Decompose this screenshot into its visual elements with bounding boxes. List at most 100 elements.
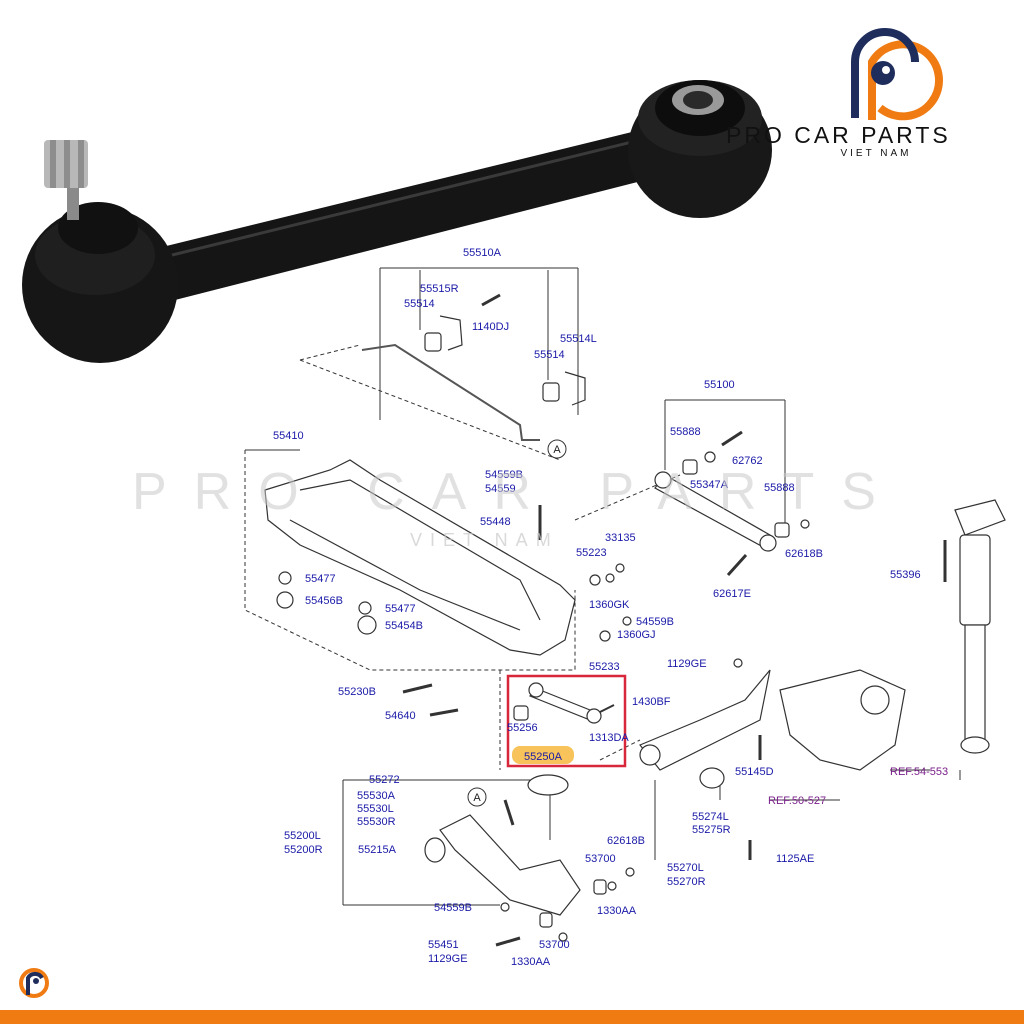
knuckle (779, 669, 906, 771)
label-55514l: 55514L (560, 333, 597, 345)
callout-a-top-text: A (553, 444, 561, 456)
ball-stud (67, 178, 79, 220)
nut-54559b (622, 616, 632, 626)
label-ref-50-527: REF.50-527 (768, 795, 826, 807)
label-1360gk: 1360GK (589, 599, 630, 611)
subframe-rib (289, 519, 521, 631)
logo-inner-ring (851, 28, 919, 118)
label-55272: 55272 (369, 774, 400, 786)
bushing-53700 (593, 879, 607, 895)
label-1129ge-bottom: 1129GE (428, 953, 468, 965)
part-labels: 55510A 55515R 55514 1140DJ 55514L 55514 … (273, 247, 948, 968)
label-55223: 55223 (576, 547, 607, 559)
arm-eye (759, 534, 777, 552)
label-1330aa-a: 1330AA (597, 905, 637, 917)
subframe-rib (299, 479, 541, 621)
nut-55456b (276, 591, 294, 609)
label-55456b: 55456B (305, 595, 343, 607)
nut-33135 (615, 563, 625, 573)
label-1125ae: 1125AE (776, 853, 814, 865)
shock-body (964, 624, 986, 741)
watermark: PRO CAR PARTS (132, 463, 903, 521)
label-54559b-top: 54559B (485, 469, 523, 481)
label-55200l: 55200L (284, 830, 321, 842)
label-55396: 55396 (890, 569, 921, 581)
label-1360gj: 1360GJ (617, 629, 656, 641)
link-eye (528, 682, 544, 698)
label-55275r: 55275R (692, 824, 731, 836)
washer-1360gk (605, 573, 615, 583)
bolt-55230b (402, 683, 433, 694)
bolt-1129ge (733, 658, 743, 668)
spring-seat-55272 (527, 774, 569, 796)
bolt-54640 (429, 708, 459, 717)
callout-a-bottom-text: A (473, 792, 481, 804)
nut-55477 (358, 601, 372, 615)
trailing-arm-55270 (639, 669, 771, 771)
bushing-53700 (539, 912, 553, 928)
label-55274l: 55274L (692, 811, 729, 823)
lower-arm-55200 (439, 814, 581, 916)
bottom-accent-bar (0, 1010, 1024, 1024)
bushing-55274 (699, 767, 725, 789)
stabilizer-bushing (424, 332, 442, 352)
label-62618b-bottom: 62618B (607, 835, 645, 847)
logo-outer-ring (868, 40, 943, 121)
lower-arm-bushing (424, 837, 446, 863)
shock-boot (959, 534, 991, 626)
highlight-box-55250a (506, 674, 627, 768)
nut-1430bf (599, 704, 615, 713)
label-1129ge-top: 1129GE (667, 658, 707, 670)
stabilizer-clamp (564, 371, 586, 406)
control-arm-photo (22, 80, 772, 363)
bushing-55888 (774, 522, 790, 538)
brand-logo (851, 28, 943, 121)
diagram-parts (264, 293, 1006, 947)
bushing-bore (683, 91, 713, 109)
logo-eye (871, 61, 895, 85)
label-55451: 55451 (428, 939, 459, 951)
label-1330aa-b: 1330AA (511, 956, 551, 968)
label-55530r: 55530R (357, 816, 396, 828)
small-logo-ring (19, 968, 49, 998)
bolt-1140dj (481, 293, 501, 307)
nut-62618b (625, 867, 635, 877)
callout-a-top (547, 439, 567, 459)
label-55230b: 55230B (338, 686, 376, 698)
label-55233: 55233 (589, 661, 620, 673)
small-logo (19, 968, 49, 998)
label-62617e: 62617E (713, 588, 751, 600)
label-53700-b: 53700 (539, 939, 570, 951)
label-54559-top: 54559 (485, 483, 516, 495)
label-55454b: 55454B (385, 620, 423, 632)
label-55200r: 55200R (284, 844, 323, 856)
label-55888-b: 55888 (764, 482, 795, 494)
label-55215a: 55215A (358, 844, 397, 856)
label-55448: 55448 (480, 516, 511, 528)
label-1140dj: 1140DJ (472, 321, 509, 333)
label-55888-a: 55888 (670, 426, 701, 438)
washer-55347a (704, 451, 716, 463)
label-55100: 55100 (704, 379, 735, 391)
label-54640: 54640 (385, 710, 416, 722)
arm-highlight (159, 138, 641, 260)
label-55515r: 55515R (420, 283, 459, 295)
label-55514: 55514 (404, 298, 435, 310)
castle-nut-slot (78, 140, 84, 188)
brand-subtitle: VIET NAM (840, 148, 912, 159)
bolt-62617e (726, 553, 748, 577)
shock-eye (960, 736, 990, 754)
label-62618b-top: 62618B (785, 548, 823, 560)
label-55530a: 55530A (357, 790, 396, 802)
label-55270r: 55270R (667, 876, 706, 888)
callout-a-group: A A (467, 439, 567, 807)
brand-name: PRO CAR PARTS (726, 122, 951, 148)
bolt-55451 (495, 936, 521, 947)
label-33135: 33135 (605, 532, 636, 544)
leader-lines (244, 267, 961, 906)
castle-nut-slot (50, 140, 56, 188)
watermark-sub: VIET NAM (410, 530, 559, 550)
washer-1330aa (607, 881, 617, 891)
small-logo-p (26, 971, 44, 995)
